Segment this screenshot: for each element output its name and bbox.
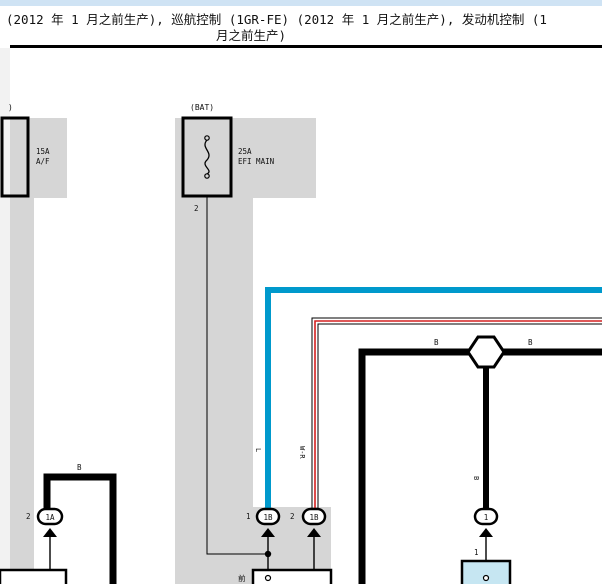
connector-1b-a bbox=[255, 507, 281, 526]
wire-wr-red bbox=[314, 320, 602, 510]
fuse-efi-pin: 2 bbox=[194, 204, 199, 213]
junction-splice bbox=[466, 335, 506, 369]
fuse-efi-name: EFI MAIN bbox=[238, 157, 274, 166]
wire-efi-main bbox=[206, 196, 268, 555]
fuse-a-f-name: A/F bbox=[36, 157, 50, 166]
connector-1b-b bbox=[301, 507, 327, 526]
connector-1b-pin-2: 2 bbox=[290, 512, 295, 521]
connector-1a-id: 1A bbox=[45, 513, 55, 522]
zone-center-column bbox=[175, 198, 253, 584]
relay-pin-label: 1 bbox=[474, 548, 479, 557]
wire-bus-b bbox=[358, 348, 602, 584]
arrow-up-icon bbox=[307, 528, 321, 537]
connector-1b-b-id: 1B bbox=[309, 513, 319, 522]
fuse-element-icon bbox=[204, 139, 210, 175]
wire-wr-outline-b bbox=[317, 323, 602, 510]
arrow-up-icon bbox=[43, 528, 57, 537]
component-box-center bbox=[251, 568, 333, 584]
fuse-efi-main-box bbox=[181, 116, 233, 198]
connector-1a-pin: 2 bbox=[26, 512, 31, 521]
component-terminal bbox=[264, 574, 272, 582]
arrow-up-icon bbox=[261, 528, 275, 537]
connector-1 bbox=[473, 507, 499, 526]
fuse-a-f-rating: 15A bbox=[36, 147, 50, 156]
header-line-2: 月之前生产) bbox=[216, 28, 287, 43]
component-box-left bbox=[0, 568, 68, 584]
wire-label-l: L bbox=[254, 448, 262, 452]
bottom-mark: 前 bbox=[238, 573, 246, 583]
wire-light-blue bbox=[265, 287, 602, 510]
connector-1a bbox=[36, 507, 64, 526]
header-line-1: (2012 年 1 月之前生产), 巡航控制 (1GR-FE) (2012 年 … bbox=[6, 12, 547, 27]
relay-block bbox=[460, 559, 512, 584]
left-power-label: ) bbox=[8, 103, 13, 112]
connector-1b-pin-1: 1 bbox=[246, 512, 251, 521]
wire-label-b-vertical: B bbox=[472, 476, 480, 480]
wire-label-b-left: B bbox=[434, 338, 439, 347]
arrow-up-icon bbox=[479, 528, 493, 537]
wire-wr-outline-a bbox=[311, 317, 602, 510]
connector-1-id: 1 bbox=[484, 513, 489, 522]
header-rule bbox=[10, 45, 602, 48]
fuse-efi-rating: 25A bbox=[238, 147, 252, 156]
fuse-zone-left bbox=[10, 118, 67, 198]
connector-1b-a-id: 1B bbox=[263, 513, 273, 522]
wire-label-b-right: B bbox=[528, 338, 533, 347]
relay-terminal bbox=[482, 574, 490, 582]
wire-label-wr: W-R bbox=[298, 446, 306, 459]
fuse-a-f-box bbox=[0, 116, 30, 198]
zone-left-column bbox=[10, 198, 34, 584]
title-band bbox=[0, 0, 602, 6]
left-margin bbox=[0, 48, 10, 584]
wire-label-b-upper: B bbox=[77, 463, 82, 472]
diagram-header: (2012 年 1 月之前生产), 巡航控制 (1GR-FE) (2012 年 … bbox=[0, 6, 602, 46]
wire-upper-left-b bbox=[43, 473, 117, 584]
bat-label: (BAT) bbox=[190, 103, 214, 112]
